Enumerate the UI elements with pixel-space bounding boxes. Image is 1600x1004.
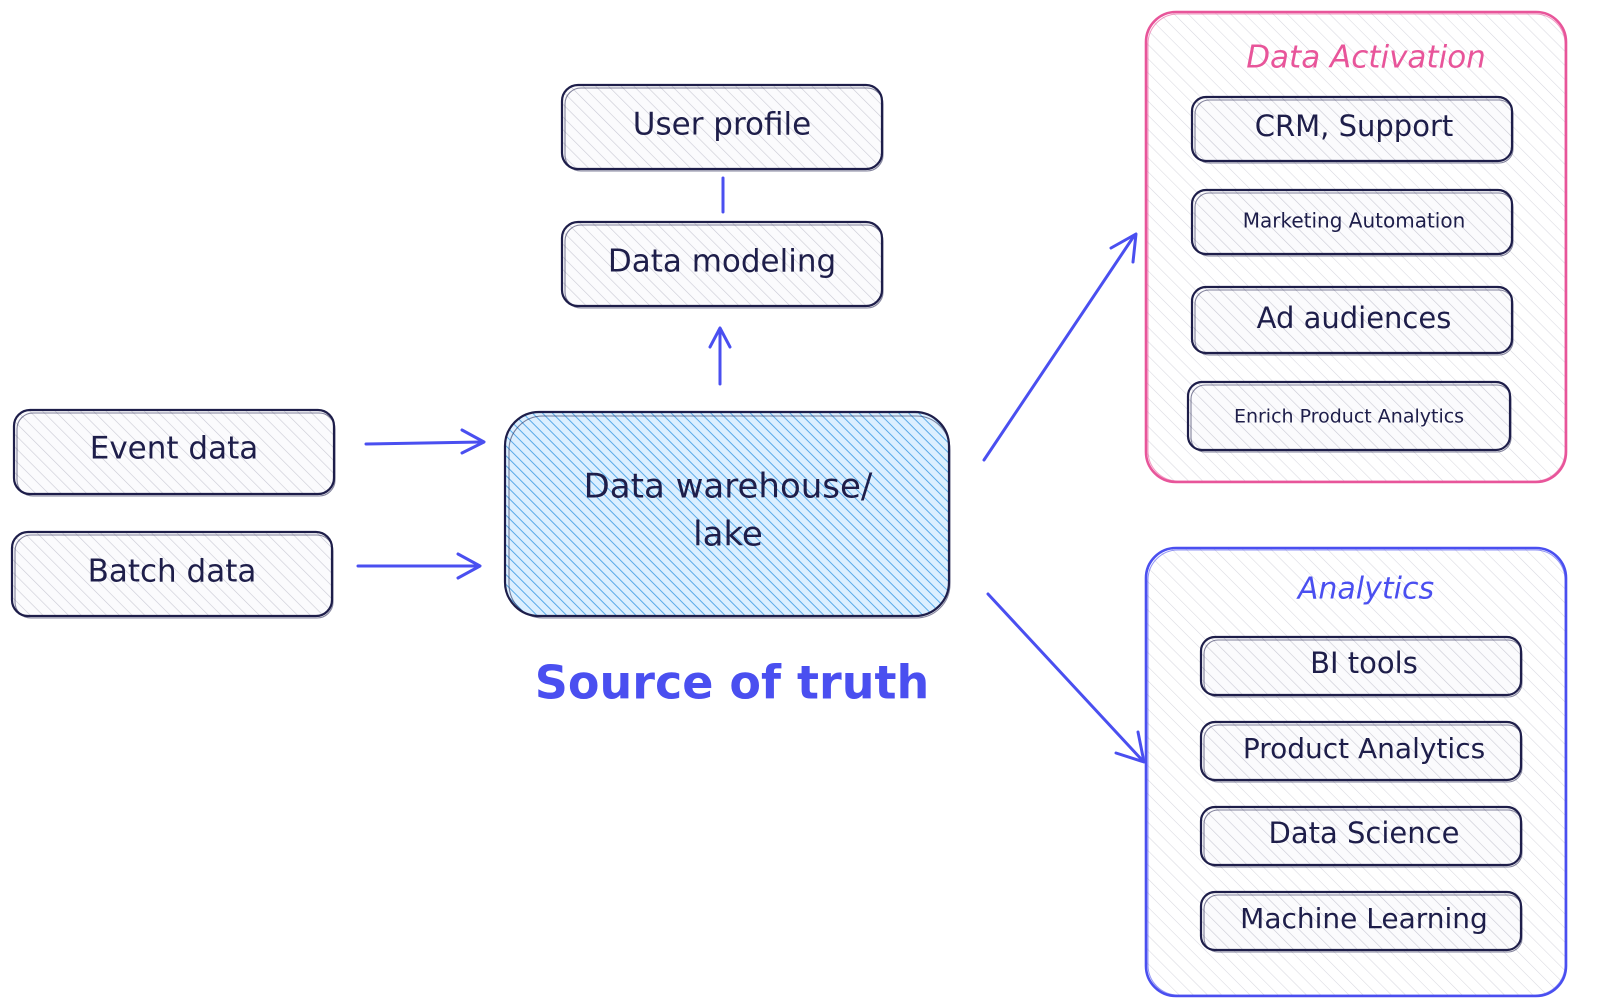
event-data-label: Event data <box>90 431 259 467</box>
analytics-title: Analytics <box>1296 572 1434 607</box>
batch-data-node: Batch data <box>10 530 334 619</box>
analytics-item-bi-tools-label: BI tools <box>1310 646 1418 680</box>
arrow-event-to-warehouse <box>364 428 486 455</box>
analytics-item-product-analytics-label: Product Analytics <box>1243 732 1485 765</box>
analytics-item-data-science: Data Science <box>1199 805 1523 868</box>
event-data-node: Event data <box>12 408 336 497</box>
arrow-batch-to-warehouse <box>356 552 482 580</box>
arrow-warehouse-to-activation <box>982 232 1138 462</box>
data-activation-title: Data Activation <box>1246 40 1486 76</box>
arrow-warehouse-to-modeling <box>708 326 732 386</box>
analytics-item-product-analytics: Product Analytics <box>1199 720 1523 783</box>
user-profile-node: User profile <box>560 83 884 172</box>
analytics-item-machine-learning-label: Machine Learning <box>1240 902 1488 935</box>
arrow-warehouse-to-analytics <box>986 592 1146 764</box>
analytics-item-bi-tools: BI tools <box>1199 635 1523 698</box>
user-profile-label: User profile <box>633 107 811 143</box>
analytics-item-data-science-label: Data Science <box>1269 816 1460 850</box>
data-modeling-label: Data modeling <box>608 244 836 280</box>
analytics-group: Analytics BI tools Product Analytics Dat… <box>1144 546 1568 998</box>
data-warehouse-label-line2: lake <box>693 515 763 555</box>
data-activation-group: Data Activation CRM, Support Marketing A… <box>1144 10 1568 484</box>
data-warehouse-node: Data warehouse/ lake <box>503 410 951 619</box>
activation-item-enrich-label: Enrich Product Analytics <box>1234 406 1464 428</box>
activation-item-marketing-label: Marketing Automation <box>1243 209 1466 233</box>
analytics-item-machine-learning: Machine Learning <box>1199 890 1523 953</box>
activation-item-marketing: Marketing Automation <box>1190 188 1514 257</box>
activation-item-ad-audiences: Ad audiences <box>1190 285 1514 356</box>
activation-item-ad-audiences-label: Ad audiences <box>1257 301 1452 335</box>
activation-item-crm-label: CRM, Support <box>1255 109 1454 143</box>
activation-item-crm: CRM, Support <box>1190 95 1514 164</box>
data-warehouse-label-line1: Data warehouse/ <box>584 467 873 507</box>
activation-item-enrich: Enrich Product Analytics <box>1186 380 1512 453</box>
batch-data-label: Batch data <box>88 554 257 590</box>
source-of-truth-caption: Source of truth <box>535 656 929 710</box>
data-modeling-node: Data modeling <box>560 220 884 309</box>
